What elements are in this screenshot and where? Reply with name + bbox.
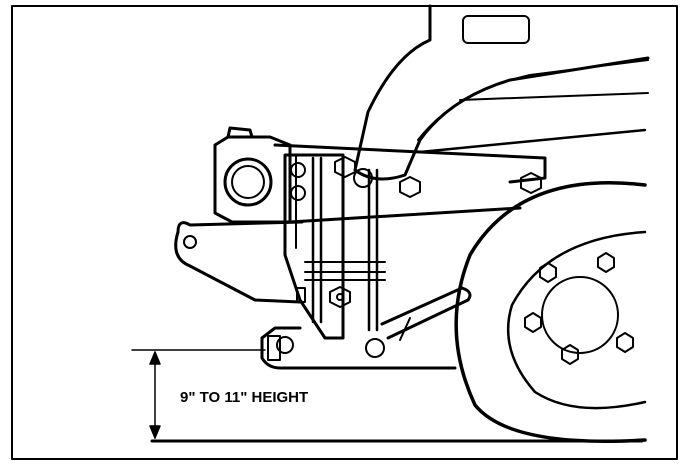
lug-nut bbox=[539, 262, 557, 283]
lower-link-arm bbox=[174, 220, 304, 304]
rear-wheel bbox=[454, 181, 647, 443]
adjustment-rods bbox=[304, 156, 386, 332]
lug-nut bbox=[616, 332, 634, 353]
bolts bbox=[296, 156, 542, 308]
frame-rail bbox=[213, 126, 547, 224]
deck-pivot bbox=[260, 326, 457, 370]
lift-cylinder bbox=[380, 286, 472, 341]
figure-frame bbox=[11, 5, 678, 460]
height-label: 9" TO 11" HEIGHT bbox=[180, 389, 308, 406]
lug-nut bbox=[597, 252, 615, 273]
height-dimension bbox=[131, 349, 266, 439]
lug-nut bbox=[561, 344, 579, 365]
fender bbox=[353, 4, 650, 181]
lug-nut bbox=[524, 312, 542, 333]
axle-tube bbox=[223, 157, 273, 207]
mounting-bracket bbox=[283, 153, 345, 340]
